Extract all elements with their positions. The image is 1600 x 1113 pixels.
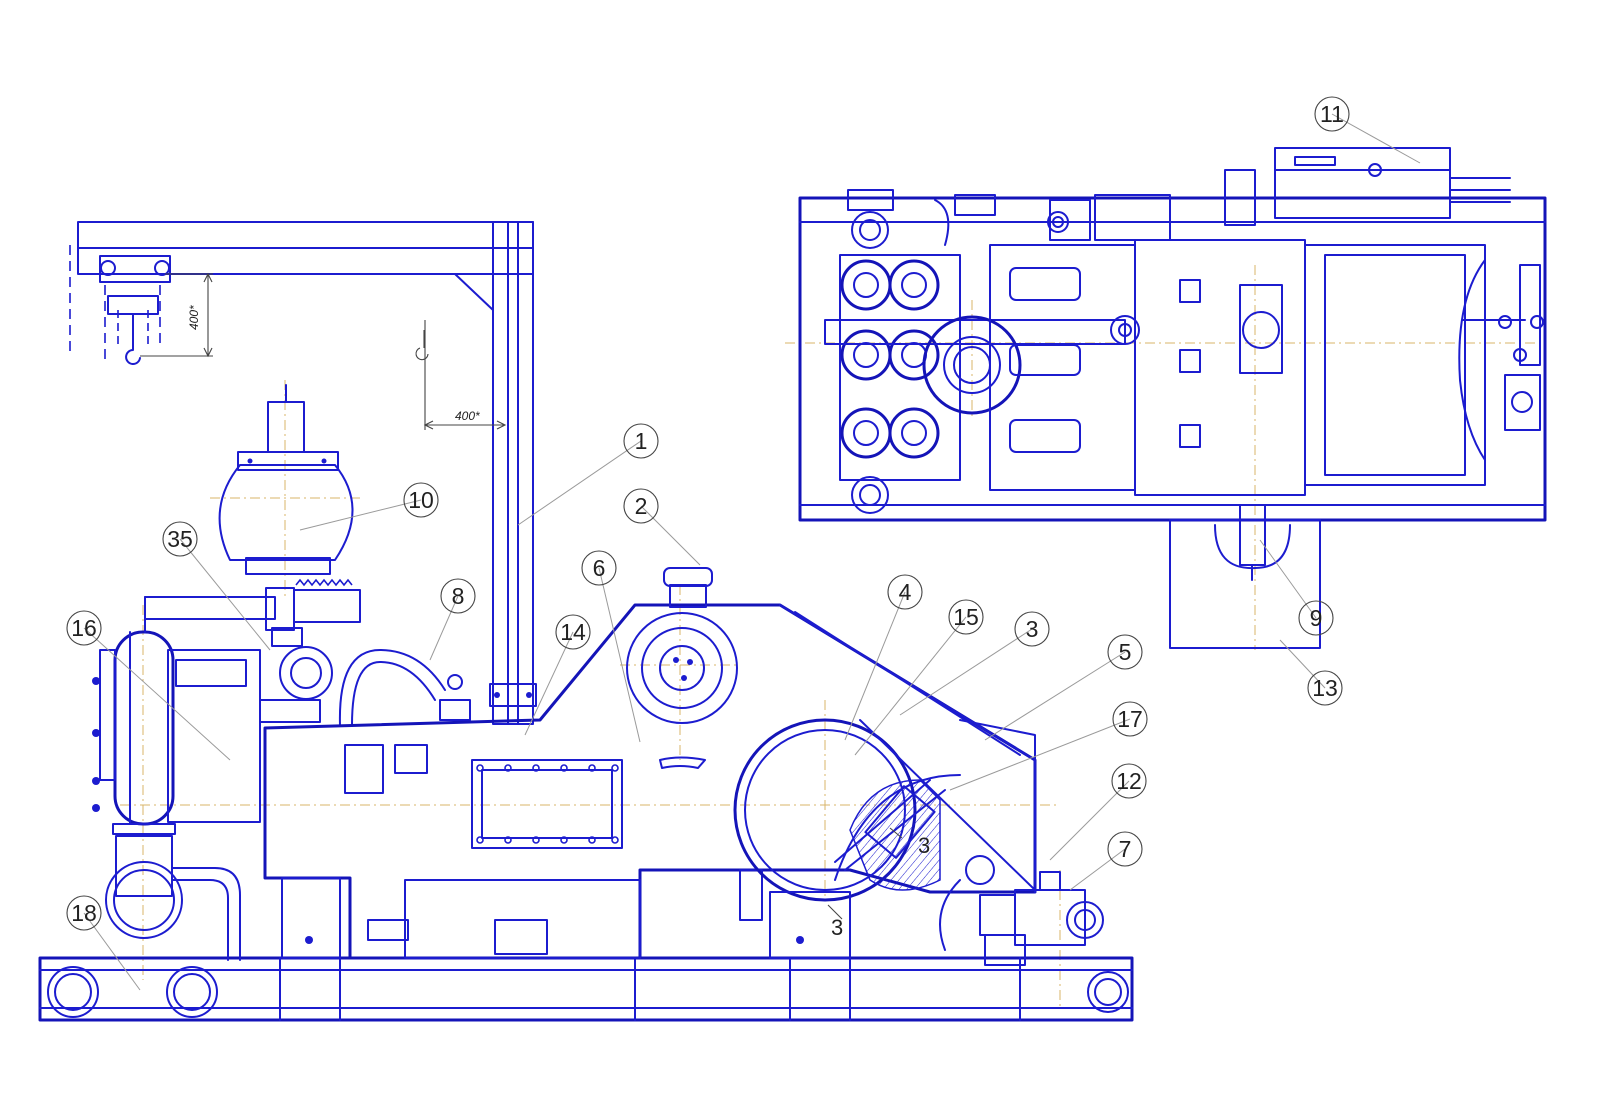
power-end: [989, 169, 1486, 496]
top-view: [785, 147, 1547, 650]
crane: 400* 400*: [69, 221, 537, 725]
leader-lines: [83, 113, 1421, 991]
pulsation-dampener: [218, 384, 354, 575]
drive-cover: [1169, 504, 1321, 649]
svg-text:6: 6: [593, 555, 606, 581]
svg-text:8: 8: [452, 583, 465, 609]
callout-8: 8: [440, 578, 476, 614]
top-centerlines: [785, 265, 1535, 650]
svg-text:11: 11: [1320, 101, 1344, 127]
side-view: 400* 400*: [38, 221, 1134, 1022]
callout-4: 4: [887, 574, 923, 610]
svg-text:7: 7: [1119, 836, 1132, 862]
callout-6: 6: [581, 550, 617, 586]
suction-stabilizer: [92, 596, 261, 961]
svg-text:10: 10: [408, 487, 434, 513]
svg-text:9: 9: [1310, 605, 1323, 631]
callout-3: 3: [1014, 611, 1050, 647]
valve-cluster: [1047, 211, 1544, 362]
callout-13: 13: [1307, 670, 1343, 706]
callout-10: 10: [403, 482, 439, 518]
lube-hose: [338, 649, 471, 726]
discharge-manifold: [144, 578, 361, 723]
callout-12: 12: [1111, 763, 1147, 799]
crane-height-dim: 400*: [187, 305, 201, 330]
svg-text:1: 1: [635, 428, 648, 454]
callout-18: 18: [66, 895, 102, 931]
hook-reach-dim: 400*: [455, 409, 480, 423]
svg-text:2: 2: [635, 493, 648, 519]
svg-text:16: 16: [71, 615, 97, 641]
callout-7: 7: [1107, 831, 1143, 867]
svg-text:13: 13: [1312, 675, 1338, 701]
fluid-end: [839, 189, 996, 514]
svg-text:18: 18: [71, 900, 97, 926]
base-skid: [38, 956, 1134, 1022]
svg-text:12: 12: [1116, 768, 1142, 794]
svg-text:15: 15: [953, 604, 979, 630]
callout-5: 5: [1107, 634, 1143, 670]
callout-15: 15: [948, 599, 984, 635]
callout-35: 35: [162, 521, 198, 557]
callout-2: 2: [623, 488, 659, 524]
lube-unit: [1458, 259, 1541, 461]
svg-text:17: 17: [1117, 706, 1143, 732]
callout-17: 17: [1112, 701, 1148, 737]
crosshead-section: [834, 774, 961, 891]
drive-motor: [939, 855, 1104, 966]
svg-text:3: 3: [1026, 616, 1039, 642]
crane-chains: [69, 245, 161, 359]
callout-bubbles: 1 2 3 4 5 6 7 8 9 10 11 12 13 14 15 16 1…: [66, 96, 1350, 931]
callout-14: 14: [555, 614, 591, 650]
top-gearbox: [1274, 147, 1511, 219]
callout-11: 11: [1314, 96, 1350, 132]
svg-text:5: 5: [1119, 639, 1132, 665]
inspection-cover-bolts: [476, 764, 619, 844]
callout-1: 1: [623, 423, 659, 459]
section-mark-a: 3: [918, 833, 930, 858]
svg-text:14: 14: [560, 619, 586, 645]
section-mark-b: 3: [831, 915, 843, 940]
gearbox: [626, 567, 738, 769]
section-marks: 3 3: [827, 827, 930, 940]
pedestals: [281, 877, 851, 959]
callout-9: 9: [1298, 600, 1334, 636]
svg-text:4: 4: [899, 579, 912, 605]
callout-16: 16: [66, 610, 102, 646]
svg-text:35: 35: [167, 526, 193, 552]
